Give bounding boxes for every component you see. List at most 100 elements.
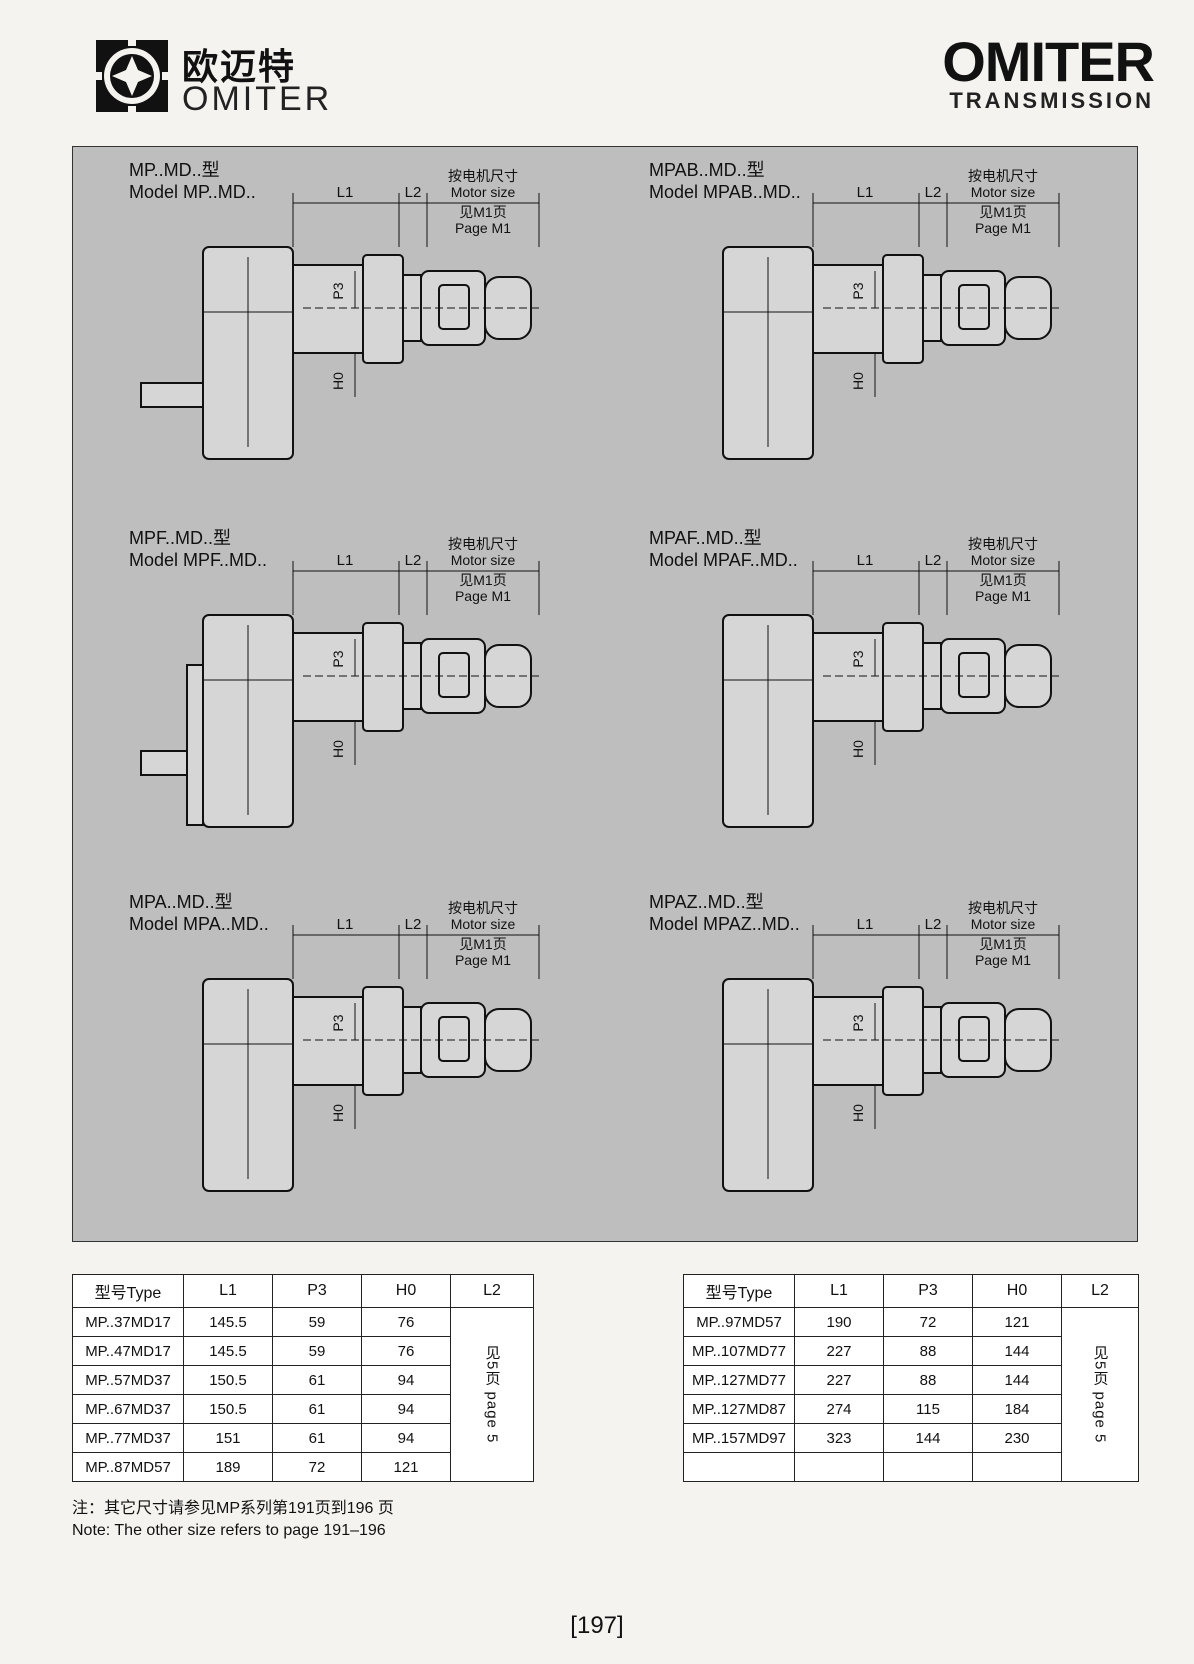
header-l2: L2 — [450, 1274, 534, 1308]
cell-type: MP..87MD57 — [72, 1452, 184, 1482]
cell-l1: 190 — [794, 1307, 884, 1337]
header-h0: H0 — [972, 1274, 1062, 1308]
dim-label-page-en: Page M1 — [455, 220, 511, 236]
dim-label-l1: L1 — [857, 184, 874, 201]
dim-label-motor-cn: 按电机尺寸 — [448, 536, 518, 552]
cell-h0: 94 — [361, 1365, 451, 1395]
cell-p3: 59 — [272, 1307, 362, 1337]
dim-label-h0: H0 — [330, 372, 346, 390]
header-type: 型号Type — [683, 1274, 795, 1308]
cell-type: MP..67MD37 — [72, 1394, 184, 1424]
dim-label-page-en: Page M1 — [975, 952, 1031, 968]
cell-l1: 323 — [794, 1423, 884, 1453]
cell-h0 — [972, 1452, 1062, 1482]
dim-label-p3: P3 — [850, 650, 866, 667]
dim-label-motor-cn: 按电机尺寸 — [968, 536, 1038, 552]
cell-p3: 72 — [272, 1452, 362, 1482]
dim-label-p3: P3 — [330, 1014, 346, 1031]
dim-label-l1: L1 — [857, 552, 874, 569]
dim-label-h0: H0 — [850, 1104, 866, 1122]
cell-h0: 121 — [972, 1307, 1062, 1337]
cell-p3: 88 — [883, 1336, 973, 1366]
dim-label-l2: L2 — [405, 916, 422, 933]
cell-h0: 230 — [972, 1423, 1062, 1453]
dim-label-page-cn: 见M1页 — [979, 572, 1026, 588]
cell-h0: 76 — [361, 1307, 451, 1337]
dim-label-motor-cn: 按电机尺寸 — [448, 900, 518, 916]
dim-label-motor-en: Motor size — [971, 184, 1036, 200]
header-h0: H0 — [361, 1274, 451, 1308]
cell-p3: 88 — [883, 1365, 973, 1395]
cell-h0: 94 — [361, 1394, 451, 1424]
cell-l2-note: 见5页 page 5 — [1061, 1307, 1139, 1482]
dim-label-p3: P3 — [330, 282, 346, 299]
cell-l1: 227 — [794, 1336, 884, 1366]
cell-h0: 144 — [972, 1336, 1062, 1366]
dim-label-h0: H0 — [850, 740, 866, 758]
dim-label-page-cn: 见M1页 — [979, 936, 1026, 952]
dim-label-motor-cn: 按电机尺寸 — [968, 168, 1038, 184]
page-number: [197] — [570, 1612, 624, 1639]
dim-label-motor-en: Motor size — [451, 184, 516, 200]
header-p3: P3 — [272, 1274, 362, 1308]
cell-l2-note: 见5页 page 5 — [450, 1307, 534, 1482]
table-header-row: 型号Type L1 P3 H0 L2 — [683, 1274, 1139, 1308]
dim-label-motor-en: Motor size — [971, 552, 1036, 568]
cell-l1: 150.5 — [183, 1365, 273, 1395]
cell-l1: 151 — [183, 1423, 273, 1453]
cell-p3: 61 — [272, 1394, 362, 1424]
header-p3: P3 — [883, 1274, 973, 1308]
cell-h0: 144 — [972, 1365, 1062, 1395]
dim-label-page-cn: 见M1页 — [459, 204, 506, 220]
cell-h0: 94 — [361, 1423, 451, 1453]
cell-l1: 150.5 — [183, 1394, 273, 1424]
brand-wordmark: OMITER TRANSMISSION — [942, 30, 1155, 114]
cell-p3: 61 — [272, 1423, 362, 1453]
cell-type: MP..77MD37 — [72, 1423, 184, 1453]
dim-label-page-cn: 见M1页 — [979, 204, 1026, 220]
cell-l1: 145.5 — [183, 1307, 273, 1337]
cell-type: MP..47MD17 — [72, 1336, 184, 1366]
dim-label-page-en: Page M1 — [455, 952, 511, 968]
cell-p3: 61 — [272, 1365, 362, 1395]
dim-label-page-en: Page M1 — [455, 588, 511, 604]
cell-h0: 121 — [361, 1452, 451, 1482]
dim-label-motor-cn: 按电机尺寸 — [968, 900, 1038, 916]
dim-label-l1: L1 — [337, 184, 354, 201]
dim-label-l2: L2 — [925, 552, 942, 569]
cell-p3: 115 — [883, 1394, 973, 1424]
dim-label-l2: L2 — [405, 184, 422, 201]
dim-label-l2: L2 — [925, 916, 942, 933]
dim-label-l1: L1 — [337, 552, 354, 569]
cell-p3 — [883, 1452, 973, 1482]
cell-type: MP..157MD97 — [683, 1423, 795, 1453]
header-l1: L1 — [183, 1274, 273, 1308]
brand-subtitle: TRANSMISSION — [949, 88, 1154, 113]
brand-name: OMITER — [942, 30, 1155, 93]
cell-type: MP..127MD77 — [683, 1365, 795, 1395]
cell-type: MP..97MD57 — [683, 1307, 795, 1337]
dim-label-h0: H0 — [850, 372, 866, 390]
cell-p3: 72 — [883, 1307, 973, 1337]
cell-l1: 227 — [794, 1365, 884, 1395]
